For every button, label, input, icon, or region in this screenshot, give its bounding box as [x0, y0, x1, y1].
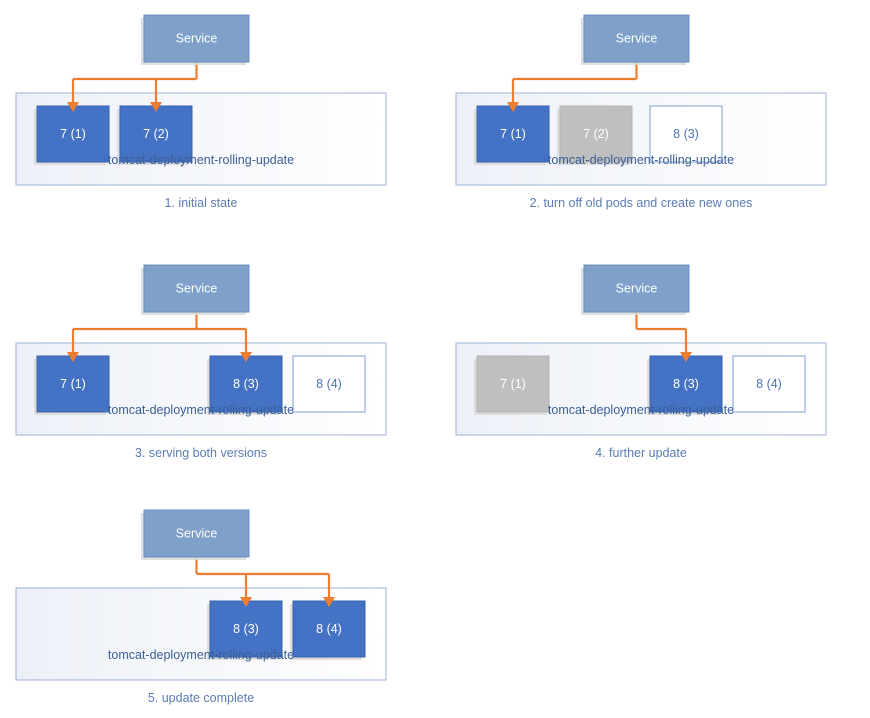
- service-label: Service: [616, 282, 658, 296]
- panel-graphic: 8 (3) 8 (4) tomcat-deployment-rolling-upda…: [15, 509, 387, 705]
- deployment-name-label: tomcat-deployment-rolling-update: [108, 648, 294, 662]
- panel-graphic: 7 (1) 7 (2) tomcat-deployment-rolling-upda…: [15, 14, 387, 210]
- pod-box[interactable]: 7 (2): [557, 105, 633, 165]
- service-label: Service: [176, 527, 218, 541]
- pod-box[interactable]: 7 (1): [34, 355, 110, 415]
- panel-caption: 4. further update: [595, 446, 687, 460]
- service-to-pod-connector: [635, 312, 692, 362]
- service-to-pod-connector: [67, 62, 198, 112]
- service-box[interactable]: Service: [141, 509, 250, 560]
- pod-box[interactable]: 8 (4): [290, 600, 366, 660]
- service-to-pod-connector: [507, 62, 638, 112]
- pod-label: 8 (4): [756, 377, 782, 391]
- pod-label: 8 (3): [673, 127, 699, 141]
- panel-caption: 2. turn off old pods and create new ones: [530, 196, 753, 210]
- service-to-pod-connector: [195, 557, 335, 607]
- pod-label: 8 (3): [233, 377, 259, 391]
- deployment-name-label: tomcat-deployment-rolling-update: [548, 403, 734, 417]
- pod-label: 7 (1): [60, 127, 86, 141]
- pod-box[interactable]: 8 (3): [647, 355, 723, 415]
- panel-graphic: 7 (1) 8 (3) 8 (4) tomcat-deployment-rolling…: [15, 264, 387, 460]
- pod-box[interactable]: 8 (3): [207, 355, 283, 415]
- pod-box[interactable]: 8 (4): [732, 355, 806, 413]
- pod-label: 7 (2): [143, 127, 169, 141]
- pod-box[interactable]: 7 (1): [474, 355, 550, 415]
- deployment-name-label: tomcat-deployment-rolling-update: [548, 153, 734, 167]
- pod-label: 7 (1): [500, 377, 526, 391]
- pod-box[interactable]: 8 (3): [207, 600, 283, 660]
- pod-box[interactable]: 7 (2): [117, 105, 193, 165]
- pod-label: 8 (3): [233, 622, 259, 636]
- panel-1: 7 (1) 7 (2) tomcat-deployment-rolling-upda…: [10, 5, 410, 220]
- deployment-name-label: tomcat-deployment-rolling-update: [108, 403, 294, 417]
- pod-box[interactable]: 7 (1): [34, 105, 110, 165]
- panel-2: 7 (1) 7 (2) 8 (3) tomcat-deployment-rolling…: [450, 5, 850, 220]
- pod-box[interactable]: 8 (4): [292, 355, 366, 413]
- service-box[interactable]: Service: [141, 264, 250, 315]
- panel-graphic: 7 (1) 8 (3) 8 (4) tomcat-deployment-rolling…: [455, 264, 827, 460]
- service-label: Service: [176, 32, 218, 46]
- panel-4: 7 (1) 8 (3) 8 (4) tomcat-deployment-rolling…: [450, 255, 850, 470]
- panel-3: 7 (1) 8 (3) 8 (4) tomcat-deployment-rolling…: [10, 255, 410, 470]
- pod-label: 7 (1): [60, 377, 86, 391]
- panel-caption: 5. update complete: [148, 691, 254, 705]
- pod-box[interactable]: 7 (1): [474, 105, 550, 165]
- pod-label: 8 (3): [673, 377, 699, 391]
- pod-label: 7 (1): [500, 127, 526, 141]
- deployment-name-label: tomcat-deployment-rolling-update: [108, 153, 294, 167]
- panel-5: 8 (3) 8 (4) tomcat-deployment-rolling-upda…: [10, 500, 410, 715]
- service-label: Service: [616, 32, 658, 46]
- pod-label: 8 (4): [316, 622, 342, 636]
- panel-caption: 3. serving both versions: [135, 446, 267, 460]
- panel-caption: 1. initial state: [165, 196, 238, 210]
- service-box[interactable]: Service: [581, 264, 690, 315]
- pod-label: 7 (2): [583, 127, 609, 141]
- pod-label: 8 (4): [316, 377, 342, 391]
- service-to-pod-connector: [67, 312, 252, 362]
- panel-graphic: 7 (1) 7 (2) 8 (3) tomcat-deployment-rolling…: [455, 14, 827, 210]
- service-label: Service: [176, 282, 218, 296]
- service-box[interactable]: Service: [581, 14, 690, 65]
- service-box[interactable]: Service: [141, 14, 250, 65]
- pod-box[interactable]: 8 (3): [649, 105, 723, 163]
